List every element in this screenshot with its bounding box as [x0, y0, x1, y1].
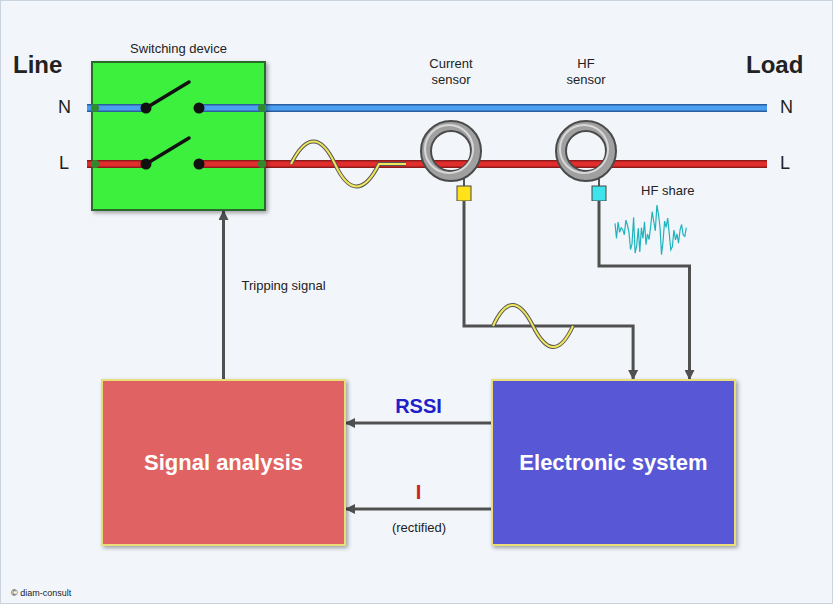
signal-connector	[464, 201, 633, 379]
connector-label: Tripping signal	[242, 278, 326, 293]
wire-outline	[199, 104, 266, 112]
toroid-highlight	[425, 125, 473, 173]
signal-note: HF share	[641, 183, 694, 198]
switch-pivot	[141, 103, 152, 114]
process-box: Signal analysis	[101, 379, 346, 546]
conductor-name: N	[780, 97, 793, 118]
signal-connector	[346, 422, 491, 425]
switch-pivot	[141, 159, 152, 170]
terminal	[258, 104, 266, 112]
terminal	[258, 160, 266, 168]
conductor-name: L	[780, 153, 790, 174]
sine-wave-outline	[493, 305, 573, 347]
side-title: Line	[13, 51, 62, 79]
sine-wave-outline	[291, 142, 406, 187]
copyright-note: © diam-consult	[11, 588, 71, 598]
switch-symbol	[91, 61, 266, 211]
toroid-highlight	[560, 125, 608, 173]
signal-note: (rectified)	[392, 520, 446, 535]
conductor-name: L	[59, 153, 69, 174]
sensor-label: HF sensor	[559, 56, 613, 89]
toroid-core	[561, 126, 611, 176]
sensor-label-wrap: Current sensor	[391, 56, 511, 89]
sensor-label: Current sensor	[424, 56, 478, 89]
wire	[91, 106, 146, 111]
process-box: Electronic system	[491, 379, 736, 546]
wire-outline	[91, 104, 146, 112]
conductor-name: N	[58, 97, 71, 118]
hf-noise	[615, 205, 686, 255]
terminal	[91, 104, 99, 112]
wire	[91, 162, 146, 167]
signal-connector	[222, 211, 225, 379]
toroid-core	[426, 126, 476, 176]
switch-contact	[194, 159, 205, 170]
switch-contact	[194, 103, 205, 114]
wire-outline	[91, 160, 146, 168]
box-title: Signal analysis	[132, 450, 315, 476]
box-title: Electronic system	[507, 450, 719, 476]
hf-noise-trace	[615, 205, 686, 255]
switch-blade	[146, 82, 189, 108]
toroid-sensor: HF sensor	[526, 56, 646, 201]
switch-blade	[146, 138, 189, 164]
toroid-core	[426, 126, 476, 176]
switching-device: Switching device	[91, 61, 266, 211]
terminal	[91, 160, 99, 168]
signal-connector	[346, 508, 491, 511]
signal-connector	[599, 201, 690, 379]
sensor-terminal	[457, 186, 471, 201]
wire	[199, 162, 266, 167]
side-title: Load	[746, 51, 803, 79]
toroid-core	[561, 126, 611, 176]
connector-label: I	[416, 481, 422, 504]
toroid-sensor: Current sensor	[391, 56, 511, 201]
sensor-label-wrap: HF sensor	[526, 56, 646, 89]
connector-label: RSSI	[395, 395, 442, 418]
device-heading: Switching device	[93, 41, 264, 56]
wire-outline	[199, 160, 266, 168]
sine-wave	[291, 142, 406, 187]
wire	[199, 106, 266, 111]
sine-wave	[493, 305, 573, 347]
sensor-terminal	[592, 186, 606, 201]
